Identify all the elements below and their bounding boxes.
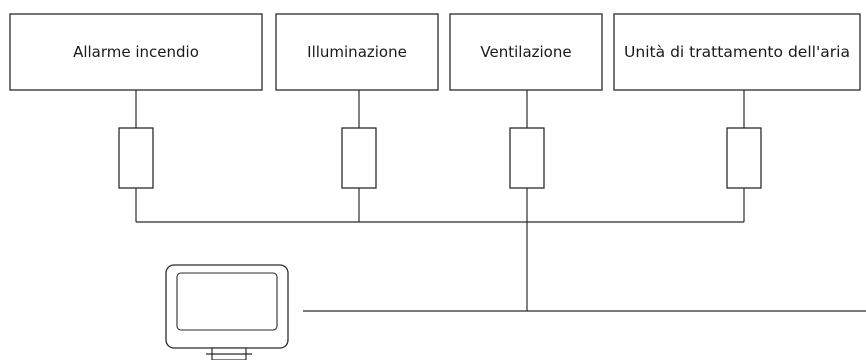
system-box-frame <box>9 13 263 91</box>
system-box-frame <box>275 13 439 91</box>
system-label-air-handling-unit: Unità di trattamento dell'aria <box>624 43 850 61</box>
system-label-ventilation: Ventilazione <box>480 43 571 61</box>
system-label-lighting: Illuminazione <box>307 43 407 61</box>
system-box-frame <box>449 13 603 91</box>
workstation-monitor-icon <box>165 264 289 360</box>
controller-module-air-handling-unit <box>726 127 762 189</box>
system-box-fire-alarm: Allarme incendio <box>9 13 263 91</box>
system-box-frame <box>613 13 861 91</box>
system-label-fire-alarm: Allarme incendio <box>73 43 199 61</box>
controller-module-ventilation <box>509 127 545 189</box>
controller-module-fire-alarm <box>118 127 154 189</box>
system-box-ventilation: Ventilazione <box>449 13 603 91</box>
monitor-screen <box>176 272 278 331</box>
controller-module-lighting <box>341 127 377 189</box>
system-box-lighting: Illuminazione <box>275 13 439 91</box>
system-box-air-handling-unit: Unità di trattamento dell'aria <box>613 13 861 91</box>
